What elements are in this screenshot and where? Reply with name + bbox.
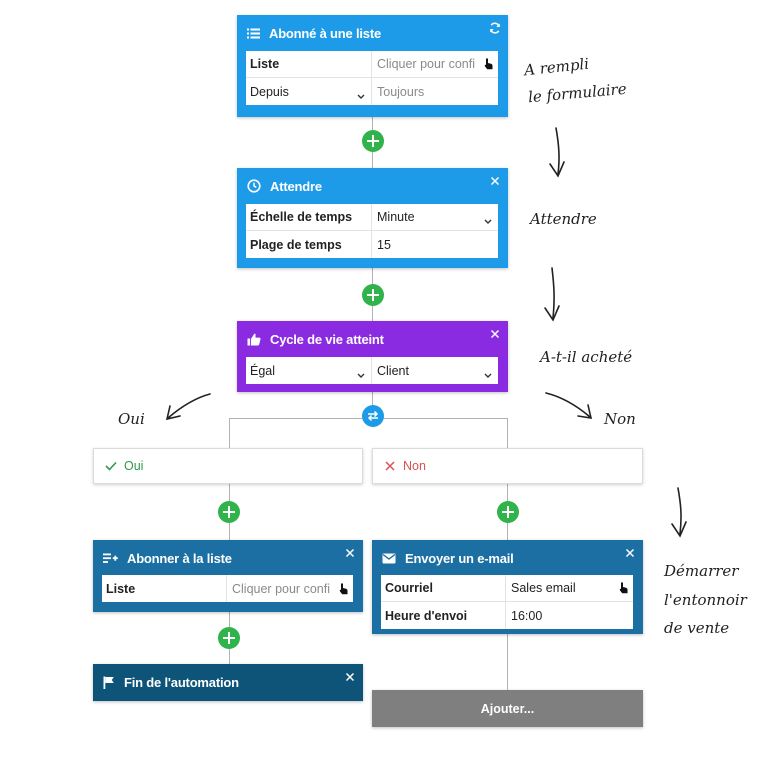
email-selector[interactable]: Sales email: [506, 575, 633, 601]
card-header: Attendre: [247, 168, 322, 204]
close-icon[interactable]: [344, 546, 356, 558]
add-step-plus-icon[interactable]: [497, 501, 519, 523]
chevron-down-icon: [484, 214, 492, 228]
operator-value: Égal: [250, 363, 276, 378]
card-title: Abonner à la liste: [127, 550, 232, 566]
annotation-funnel-line2: l'entonnoir: [664, 591, 747, 609]
card-header: Abonné à une liste: [247, 15, 381, 51]
time-scale-select[interactable]: Minute: [372, 204, 498, 230]
email-label: Courriel: [381, 575, 506, 601]
close-icon[interactable]: [489, 327, 501, 339]
arrow-down-1: [549, 127, 565, 178]
send-time-label: Heure d'envoi: [381, 602, 506, 629]
connector-line: [507, 634, 508, 690]
card-title: Cycle de vie atteint: [270, 331, 384, 347]
close-icon[interactable]: [344, 670, 356, 682]
trigger-card-subscribed-to-list[interactable]: Abonné à une liste Liste Cliquer pour co…: [237, 15, 508, 117]
card-title: Fin de l'automation: [124, 675, 239, 690]
branch-no[interactable]: Non: [372, 448, 643, 484]
refresh-icon[interactable]: [489, 21, 501, 34]
hand-cursor-icon: [484, 57, 494, 74]
thumbs-up-icon: [247, 333, 261, 346]
connector-line: [507, 418, 508, 448]
x-icon: [385, 461, 395, 471]
chevron-down-icon: [484, 368, 492, 382]
chevron-down-icon: [357, 89, 365, 103]
lifecycle-condition-card[interactable]: Cycle de vie atteint Égal Client: [237, 321, 508, 392]
card-header: Envoyer un e-mail: [382, 540, 514, 576]
annotation-purchased: A-t-il acheté: [540, 348, 633, 366]
playlist-add-icon: [103, 553, 118, 564]
since-select-value: Depuis: [250, 84, 289, 99]
card-fields: Liste Cliquer pour confi: [102, 575, 353, 602]
card-title: Envoyer un e-mail: [405, 550, 514, 566]
add-step-plus-icon[interactable]: [362, 130, 384, 152]
list-icon: [247, 28, 260, 39]
time-range-value: 15: [377, 237, 391, 252]
subscribe-to-list-card[interactable]: Abonner à la liste Liste Cliquer pour co…: [93, 540, 363, 612]
card-header: Fin de l'automation: [103, 664, 239, 701]
clock-icon: [247, 179, 261, 193]
envelope-icon: [382, 553, 396, 564]
send-time-input[interactable]: 16:00: [506, 602, 633, 629]
arrow-down-2: [544, 267, 560, 322]
operator-select[interactable]: Égal: [246, 357, 372, 384]
branch-yes[interactable]: Oui: [93, 448, 363, 484]
annotation-yes: Oui: [118, 410, 145, 428]
add-step-plus-icon[interactable]: [218, 627, 240, 649]
annotation-funnel-line3: de vente: [664, 619, 730, 637]
send-time-value: 16:00: [511, 608, 543, 623]
send-email-card[interactable]: Envoyer un e-mail Courriel Sales email H…: [372, 540, 643, 634]
list-placeholder: Cliquer pour confi: [232, 581, 330, 596]
arrow-down-3: [671, 487, 687, 538]
wait-card[interactable]: Attendre Échelle de temps Minute Plage d…: [237, 168, 508, 268]
add-button[interactable]: Ajouter...: [372, 690, 643, 727]
since-select[interactable]: Depuis: [246, 78, 372, 105]
since-value: Toujours: [372, 78, 498, 105]
branch-yes-label: Oui: [124, 459, 144, 473]
email-value: Sales email: [511, 581, 576, 595]
time-range-label: Plage de temps: [246, 231, 372, 258]
since-value-text: Toujours: [377, 84, 425, 99]
chevron-down-icon: [357, 368, 365, 382]
time-range-input[interactable]: 15: [372, 231, 498, 258]
add-button-label: Ajouter...: [480, 701, 535, 716]
time-scale-value: Minute: [377, 210, 415, 224]
connector-line: [229, 418, 230, 448]
lifecycle-stage-select[interactable]: Client: [372, 357, 498, 384]
arrow-to-yes: [165, 393, 211, 421]
list-label: Liste: [102, 575, 227, 602]
arrow-to-no: [545, 392, 593, 419]
add-step-plus-icon[interactable]: [218, 501, 240, 523]
card-fields: Courriel Sales email Heure d'envoi 16:00: [381, 575, 633, 629]
list-selector[interactable]: Cliquer pour confi: [227, 575, 353, 602]
check-icon: [105, 461, 117, 471]
card-title: Abonné à une liste: [269, 25, 381, 41]
time-scale-label: Échelle de temps: [246, 204, 372, 230]
end-automation-card[interactable]: Fin de l'automation: [93, 664, 363, 701]
annotation-no: Non: [604, 410, 636, 428]
card-fields: Égal Client: [246, 357, 498, 384]
lifecycle-stage-value: Client: [377, 363, 409, 378]
list-label: Liste: [246, 51, 372, 77]
card-fields: Liste Cliquer pour confi Depuis Toujours: [246, 51, 498, 105]
hand-cursor-icon: [619, 581, 629, 598]
card-title: Attendre: [270, 178, 322, 194]
close-icon[interactable]: [624, 546, 636, 558]
hand-cursor-icon: [339, 582, 349, 599]
list-selector[interactable]: Cliquer pour confi: [372, 51, 498, 77]
flag-icon: [103, 676, 115, 689]
list-placeholder: Cliquer pour confi: [377, 57, 475, 71]
annotation-wait: Attendre: [530, 210, 597, 228]
branch-no-label: Non: [403, 459, 426, 473]
card-header: Cycle de vie atteint: [247, 321, 384, 357]
add-step-plus-icon[interactable]: [362, 284, 384, 306]
annotation-funnel-line1: Démarrer: [664, 562, 739, 580]
branch-swap-icon[interactable]: [362, 405, 384, 427]
close-icon[interactable]: [489, 174, 501, 186]
card-fields: Échelle de temps Minute Plage de temps 1…: [246, 204, 498, 258]
card-header: Abonner à la liste: [103, 540, 232, 576]
